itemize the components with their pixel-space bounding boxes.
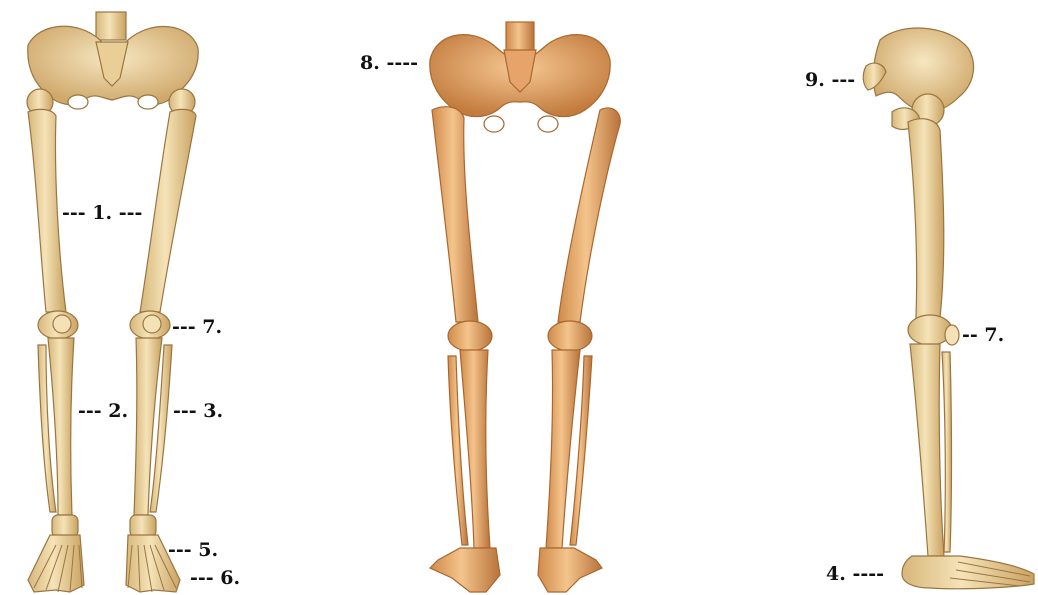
- patella-left: [53, 315, 71, 333]
- obturator-posterior-right: [538, 116, 558, 132]
- label-ischium: 9. ---: [805, 70, 855, 90]
- obturator-posterior-left: [484, 116, 504, 132]
- femur-left: [28, 109, 66, 312]
- tarsals-right: [130, 515, 156, 537]
- obturator-foramen-left: [68, 95, 88, 109]
- knee-posterior-left: [448, 321, 492, 351]
- label-ilium: 8. ----: [360, 53, 418, 73]
- tarsals-left: [52, 515, 78, 537]
- femur-posterior-left: [432, 107, 478, 322]
- knee-posterior-right: [548, 321, 592, 351]
- spine-stub: [506, 22, 534, 52]
- lumbar-vertebra: [96, 12, 126, 40]
- label-calcaneus: 4. ----: [826, 564, 884, 584]
- label-femur: --- 1. ---: [62, 203, 142, 223]
- anterior-view-figure: [27, 12, 198, 592]
- label-patella-front: --- 7.: [172, 317, 222, 337]
- femur-posterior-right: [558, 108, 620, 322]
- lateral-view-figure: [863, 28, 1034, 589]
- label-tibia: --- 2.: [78, 401, 128, 421]
- label-patella-side: -- 7.: [962, 325, 1004, 345]
- heel-posterior-left: [430, 548, 500, 592]
- fibula-lateral: [942, 352, 952, 552]
- patella-lateral: [945, 325, 959, 345]
- label-fibula: --- 3.: [173, 401, 223, 421]
- obturator-foramen-right: [138, 95, 158, 109]
- femur-right: [140, 109, 196, 312]
- label-tarsals: --- 5.: [168, 540, 218, 560]
- tibia-lateral: [910, 344, 944, 556]
- patella-right: [143, 315, 161, 333]
- femur-lateral: [908, 119, 944, 318]
- posterior-view-figure: [430, 22, 620, 592]
- heel-posterior-right: [538, 548, 602, 592]
- label-phalanges: --- 6.: [190, 568, 240, 588]
